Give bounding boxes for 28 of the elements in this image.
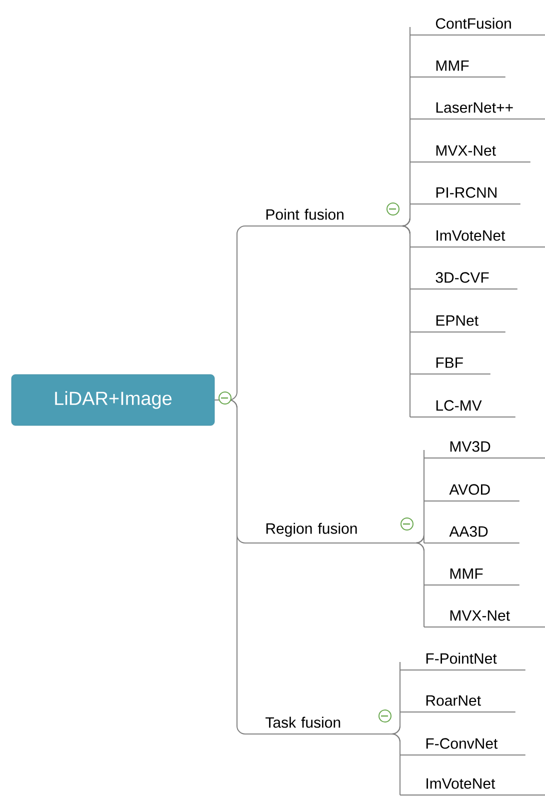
root-box: LiDAR+Image (11, 374, 215, 426)
topic-label: Region fusion (244, 522, 416, 544)
topic-label: Point fusion (244, 208, 406, 226)
topic-label: ContFusion (410, 18, 545, 36)
connector-line (402, 196, 410, 226)
topic-label: MVX-Net (424, 610, 545, 628)
topic-label: MVX-Net (410, 145, 531, 162)
topic-label: MMF (424, 568, 520, 586)
connector-line (390, 734, 400, 796)
topic-label: ImVoteNet (400, 778, 545, 796)
topic-label: MMF (410, 60, 506, 78)
topic-label: AVOD (424, 484, 520, 502)
topic-label: EPNet (410, 315, 506, 332)
topic-label: AA3D (424, 526, 520, 544)
topic-label: Task fusion (244, 716, 391, 734)
connector-line (402, 226, 410, 418)
connector-line (214, 400, 246, 734)
topic-label: F-PointNet (400, 652, 526, 670)
topic-label: MV3D (424, 441, 545, 458)
topic-label: 3D-CVF (410, 272, 518, 290)
topic-label: LC-MV (410, 400, 516, 418)
topic-label: PI-RCNN (410, 187, 521, 204)
topic-label: RoarNet (400, 695, 516, 712)
topic-label: FBF (410, 358, 491, 374)
connector-line (414, 542, 424, 628)
topic-label: ImVoteNet (410, 230, 545, 248)
topic-label: F-ConvNet (400, 738, 526, 756)
topic-label: LaserNet++ (410, 102, 545, 120)
